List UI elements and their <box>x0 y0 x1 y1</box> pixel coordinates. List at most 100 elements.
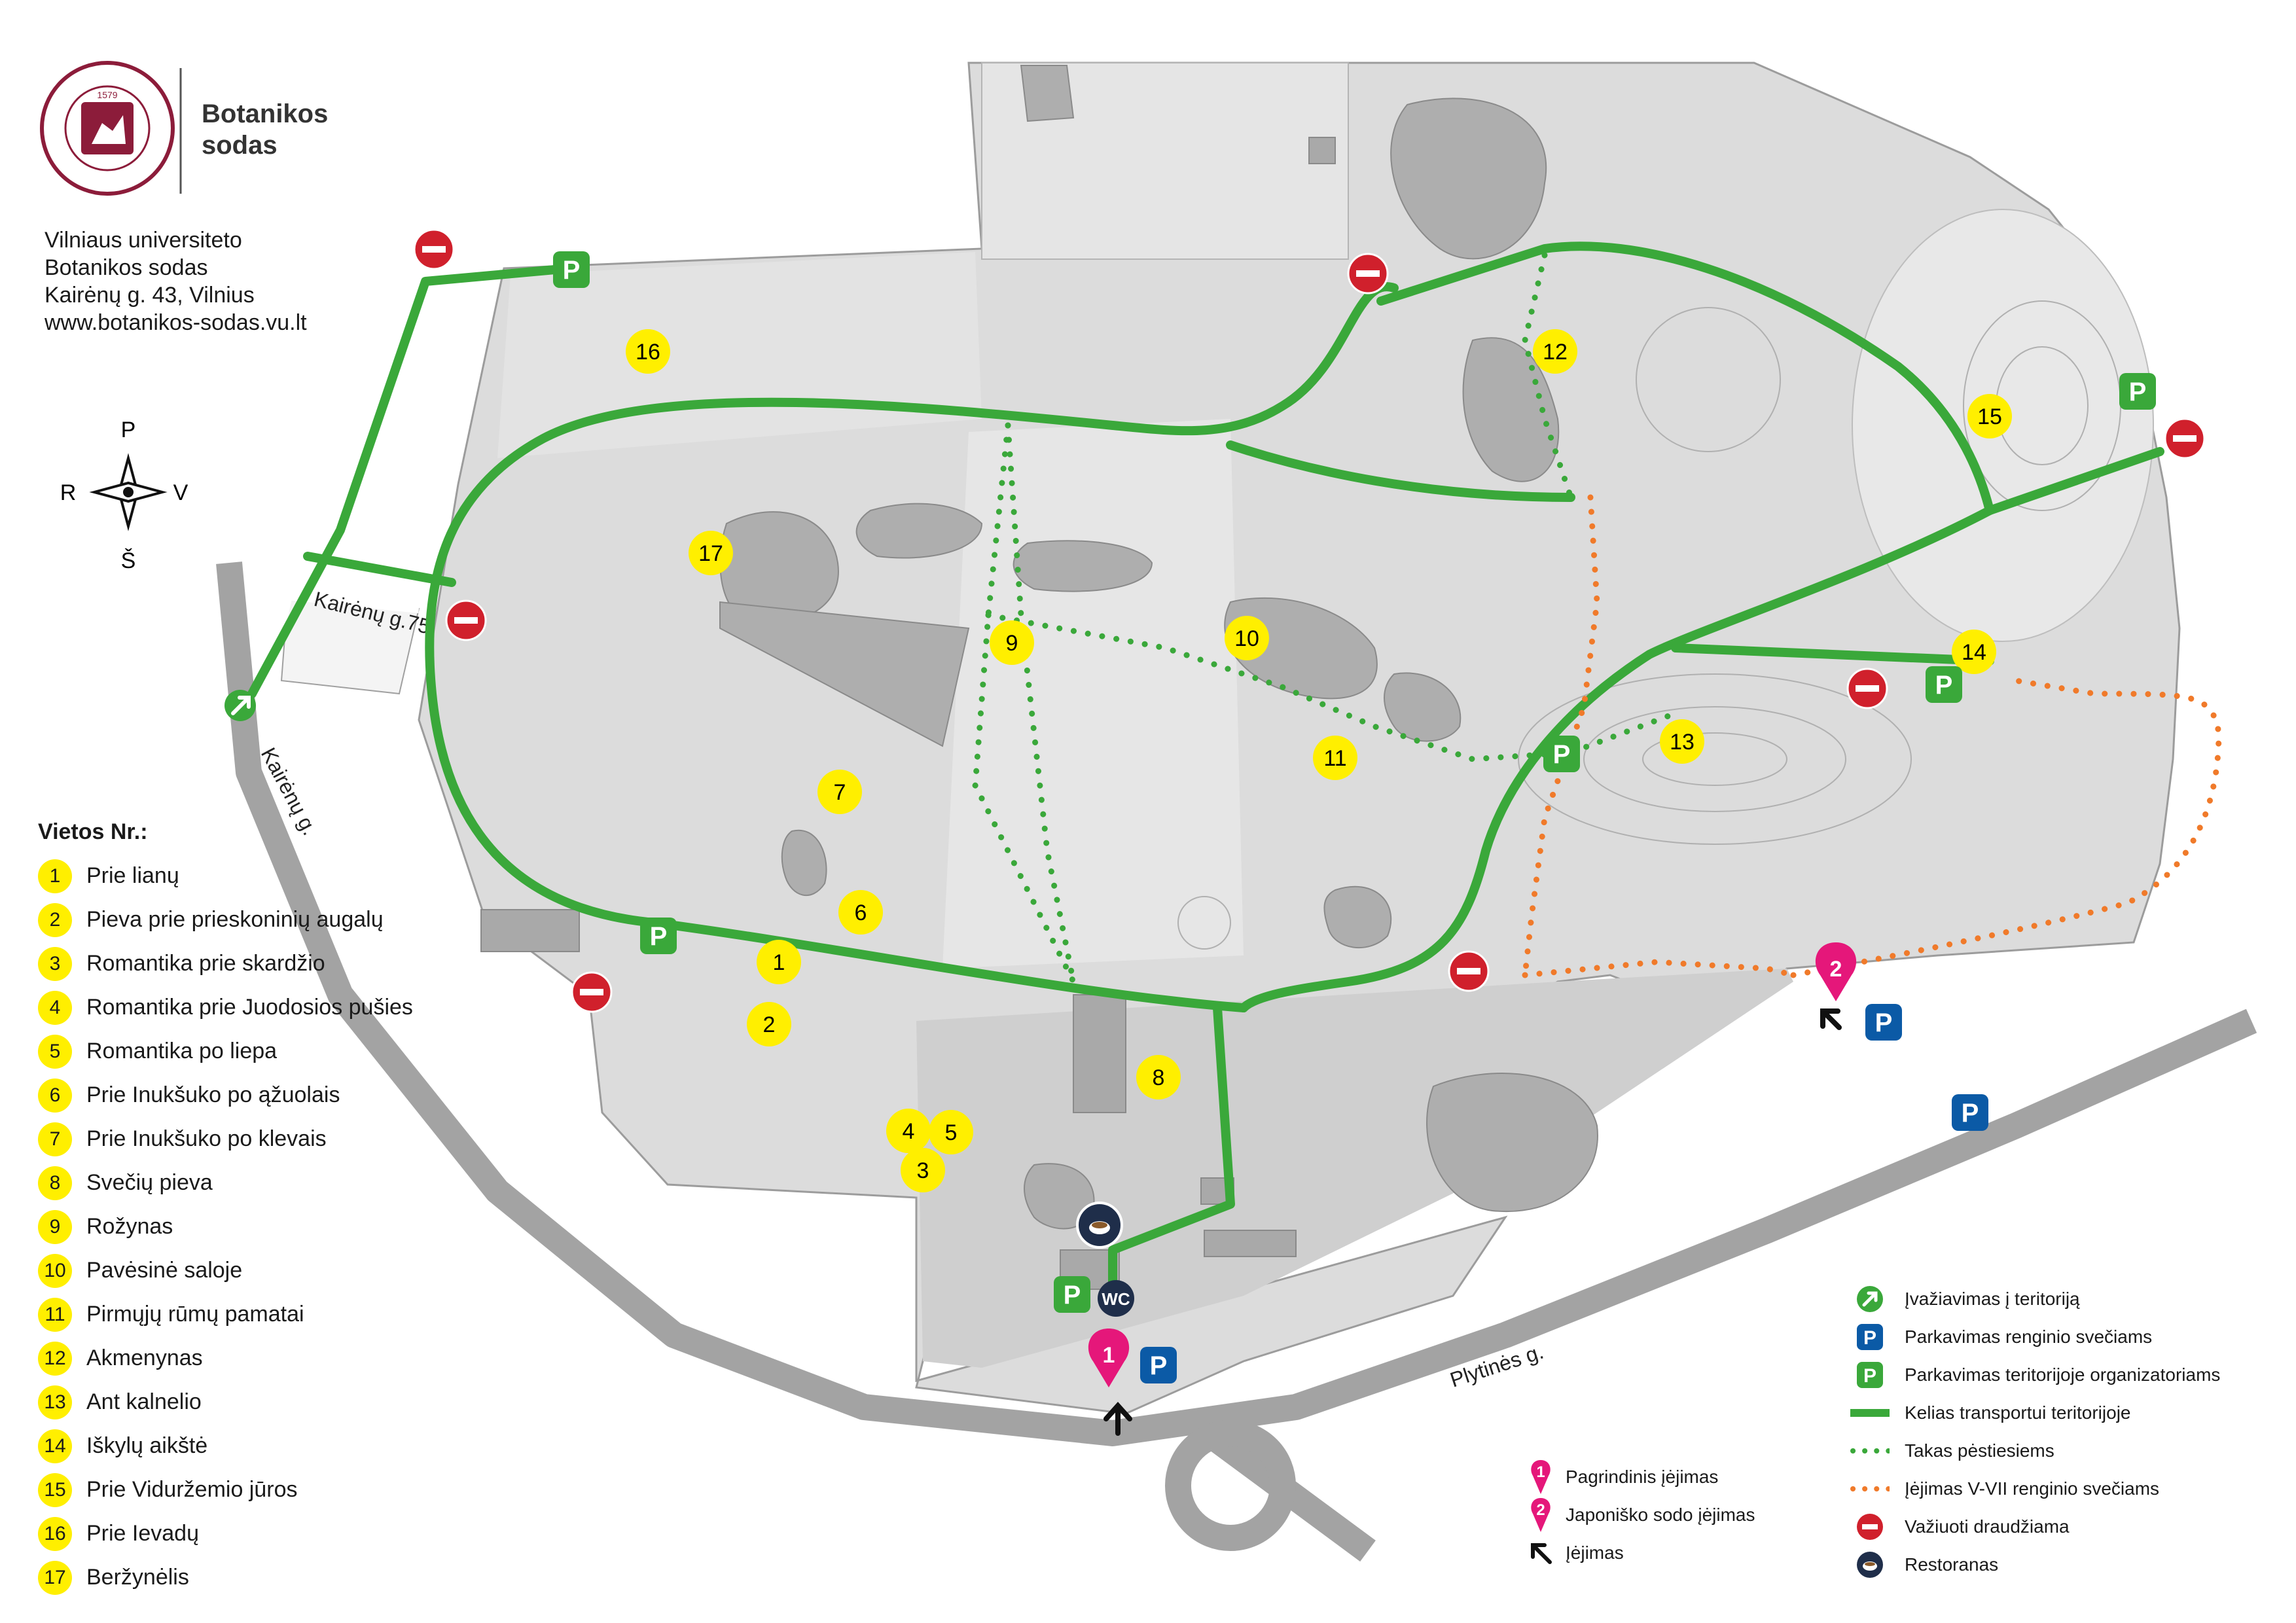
no-entry-signs <box>413 228 2206 1013</box>
no-entry-bar <box>2173 435 2197 442</box>
legend-parking-guests-label: Parkavimas renginio svečiams <box>1905 1327 2153 1347</box>
address-block: Vilniaus universiteto Botanikos sodas Ka… <box>45 226 307 336</box>
coffee-icon <box>1092 1222 1107 1228</box>
location-marker-number: 15 <box>1977 404 2002 429</box>
roundabout <box>1165 1420 1296 1551</box>
location-marker-number: 7 <box>834 780 846 805</box>
location-marker-5[interactable]: 5 <box>929 1110 973 1154</box>
no-entry-bar <box>422 246 446 253</box>
parking-organizers-marker: P <box>640 918 677 954</box>
location-marker-14[interactable]: 14 <box>1952 630 1996 674</box>
location-marker-2[interactable]: 2 <box>747 1002 791 1046</box>
kairenu-street <box>216 562 2257 1446</box>
legend-vehicle-road: Kelias transportui teritorijoje <box>1850 1394 2220 1432</box>
location-marker-3[interactable]: 3 <box>901 1148 945 1192</box>
location-marker-4[interactable]: 4 <box>886 1109 931 1153</box>
no-entry-bar <box>454 617 478 624</box>
location-marker-6[interactable]: 6 <box>838 890 883 935</box>
entrances-legend: 1 Pagrindinis įėjimas 2 Japoniško sodo į… <box>1528 1458 1755 1572</box>
compass-north: P <box>121 418 136 442</box>
vehicle-road-north <box>1376 241 1994 515</box>
location-marker-circle <box>1952 630 1996 674</box>
location-name: Prie Ievadų <box>86 1521 199 1546</box>
garden-title: Botanikos sodas <box>202 98 328 161</box>
parking-letter: P <box>1935 671 1953 700</box>
location-name: Prie Viduržemio jūros <box>86 1477 298 1502</box>
parking-letter: P <box>1875 1008 1893 1037</box>
kairenu-75-access <box>257 590 420 715</box>
location-marker-number: 4 <box>903 1119 915 1144</box>
legend-restaurant-label: Restoranas <box>1905 1554 1999 1575</box>
lower-area <box>916 969 1793 1368</box>
location-marker-circle <box>990 620 1034 665</box>
green-parking-icon: P <box>1857 1362 1883 1388</box>
location-number-badge: 12 <box>38 1341 72 1376</box>
legend-entry-label: Įvažiavimas į teritoriją <box>1905 1289 2080 1309</box>
location-name: Pavėsinė saloje <box>86 1258 243 1283</box>
entrance-2-arrow <box>1820 1008 1842 1030</box>
entrance-2-number: 2 <box>1830 957 1842 982</box>
location-name: Prie Inukšuko po ąžuolais <box>86 1082 340 1107</box>
footpath-rozynas-east <box>1005 422 1077 985</box>
location-marker-9[interactable]: 9 <box>990 620 1034 665</box>
building-greenhouse <box>1073 994 1126 1113</box>
parking-organizers-marker: P <box>2119 373 2156 410</box>
circle-garden <box>1636 307 1781 452</box>
legend-footpath-label: Takas pėstiesiems <box>1905 1440 2054 1461</box>
guest-path-south <box>1522 959 1797 978</box>
parking-sign-icon <box>1865 1004 1902 1041</box>
location-number-badge: 17 <box>38 1560 72 1595</box>
legend-entry-arrow-label: Įėjimas <box>1566 1543 1624 1563</box>
location-marker-17[interactable]: 17 <box>689 531 733 575</box>
legend-parking-org: P Parkavimas teritorijoje organizatoriam… <box>1850 1356 2220 1394</box>
location-marker-10[interactable]: 10 <box>1225 616 1269 660</box>
location-number-badge: 8 <box>38 1166 72 1200</box>
location-marker-circle <box>1313 736 1357 780</box>
location-marker-circle <box>747 1002 791 1046</box>
location-marker-11[interactable]: 11 <box>1313 736 1357 780</box>
guest-paths <box>1522 494 2222 978</box>
legend-entry: Įvažiavimas į teritoriją <box>1850 1280 2220 1318</box>
address-line2: Botanikos sodas <box>45 255 208 280</box>
pond-north <box>1390 98 1547 260</box>
central-meadow <box>942 419 1244 969</box>
location-name: Prie Inukšuko po klevais <box>86 1126 327 1151</box>
vu-logo-year: 1579 <box>97 90 117 100</box>
location-name: Rožynas <box>86 1214 173 1239</box>
legend-parking-guests: P Parkavimas renginio svečiams <box>1850 1318 2220 1356</box>
guest-path-east <box>1790 677 2222 978</box>
vehicle-road-mid <box>1226 440 1575 502</box>
round-plaza <box>1177 896 1231 950</box>
parking-sign-icon <box>553 251 590 288</box>
no-entry-bar <box>1457 968 1480 974</box>
legend-guest-entrance: Įėjimas V-VII renginio svečiams <box>1850 1470 2220 1508</box>
legend-no-driving: Važiuoti draudžiama <box>1850 1508 2220 1546</box>
location-marker-12[interactable]: 12 <box>1533 329 1577 374</box>
vehicle-road-east <box>1985 447 2164 515</box>
location-marker-15[interactable]: 15 <box>1967 394 2012 438</box>
location-name: Ant kalnelio <box>86 1389 202 1414</box>
pink-pin-icon: 2 <box>1531 1498 1551 1532</box>
location-marker-8[interactable]: 8 <box>1136 1055 1181 1099</box>
location-marker-1[interactable]: 1 <box>757 940 801 984</box>
no-entry-icon <box>1857 1514 1883 1540</box>
entrance-1-pin <box>1088 1329 1130 1387</box>
address-line3: Kairėnų g. 43, Vilnius <box>45 283 255 308</box>
address-website-link[interactable]: www.botanikos-sodas.vu.lt <box>45 310 307 335</box>
location-marker-16[interactable]: 16 <box>626 329 670 374</box>
location-marker-7[interactable]: 7 <box>817 770 862 814</box>
location-marker-13[interactable]: 13 <box>1660 719 1704 764</box>
parking-guests-marker: P <box>1140 1347 1177 1383</box>
entrance-2-pin <box>1815 942 1857 1001</box>
green-arrow-icon <box>1857 1286 1883 1312</box>
